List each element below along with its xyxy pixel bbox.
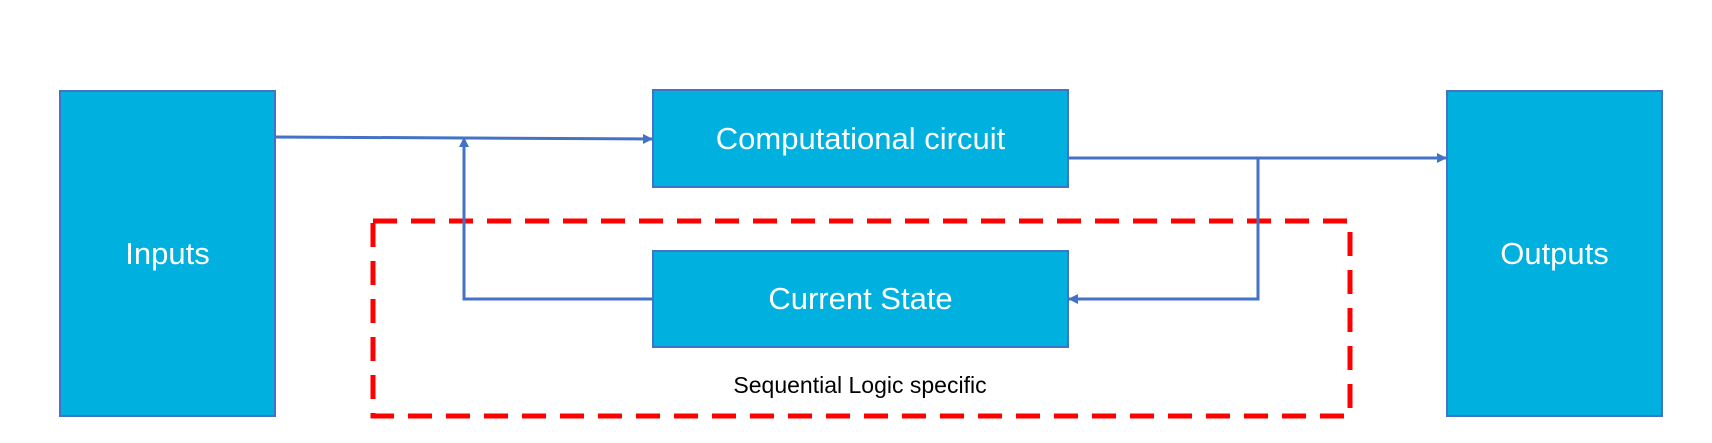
outputs-label: Outputs <box>1500 235 1609 271</box>
inputs-label: Inputs <box>125 235 210 271</box>
outputs-box: Outputs <box>1446 90 1663 417</box>
computational-circuit-box: Computational circuit <box>652 89 1069 188</box>
inputs-box: Inputs <box>59 90 276 417</box>
arrow-feedback-to-current-state <box>1068 158 1260 304</box>
sequential-logic-label: Sequential Logic specific <box>733 372 987 398</box>
sequential-logic-region <box>370 218 1353 419</box>
computational-circuit-label: Computational circuit <box>715 120 1006 156</box>
current-state-label: Current State <box>768 281 953 316</box>
arrow-current-state-to-input <box>459 137 652 301</box>
current-state-box: Current State <box>652 250 1069 348</box>
